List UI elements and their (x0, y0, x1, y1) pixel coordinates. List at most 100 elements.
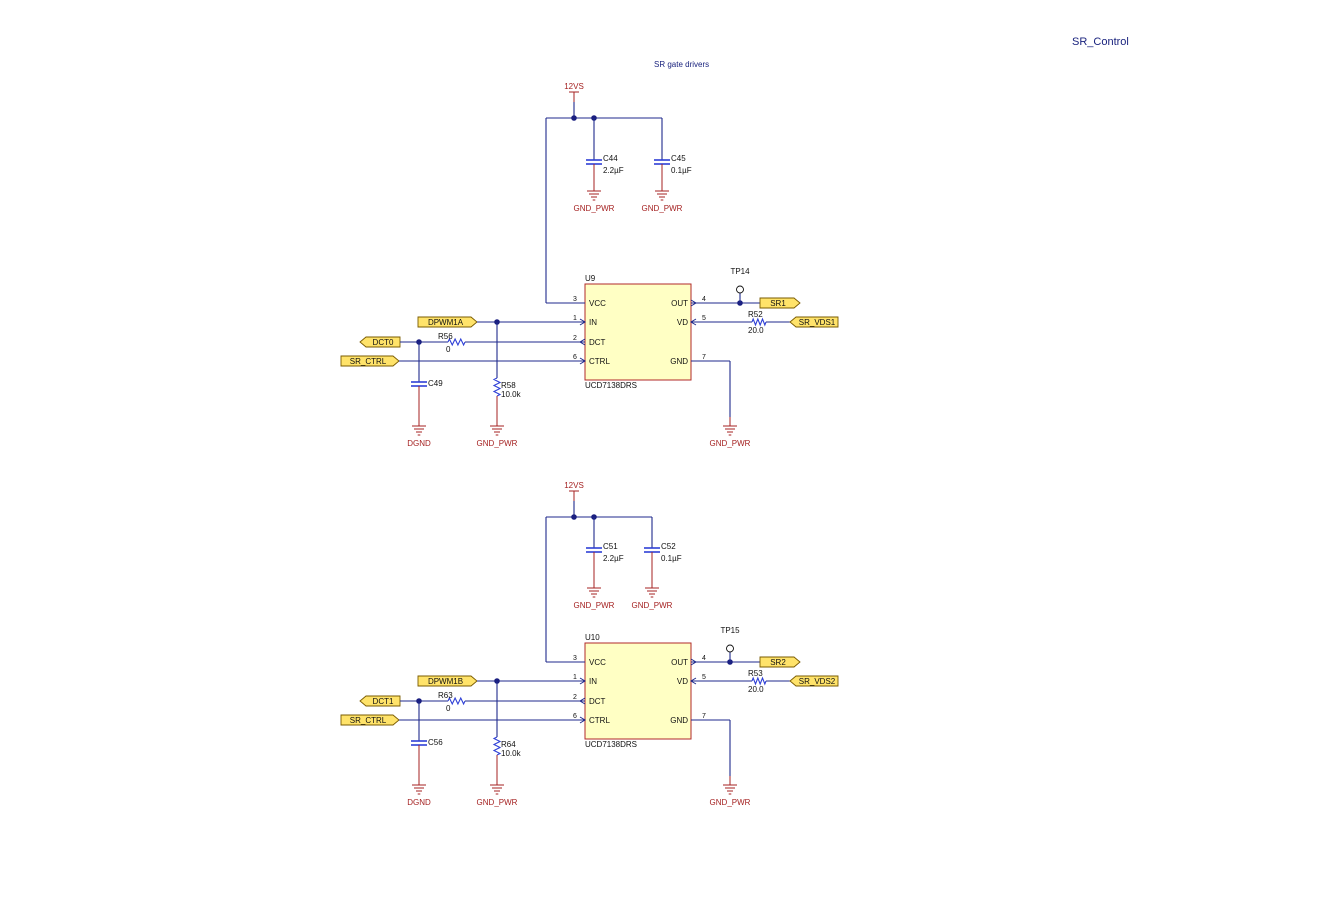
pin-number: 1 (573, 674, 577, 681)
pin-name-gnd: GND (670, 716, 688, 725)
pin-name-in: IN (589, 318, 597, 327)
input-marker (579, 716, 586, 724)
port-out: SR2 (770, 658, 786, 667)
resistor-ref: R58 (501, 381, 516, 390)
resistor-ref: R64 (501, 740, 516, 749)
pin-name-vcc: VCC (589, 658, 606, 667)
resistor-ground-label: GND_PWR (477, 439, 518, 448)
port-ctrl-shape (340, 355, 400, 367)
input-marker (690, 318, 697, 326)
pin-name-vcc: VCC (589, 299, 606, 308)
resistor-value: 20.0 (748, 685, 764, 694)
resistor-ref: R52 (748, 310, 763, 319)
power-rail-label: 12VS (564, 481, 584, 490)
capacitor-ref: C49 (428, 379, 443, 388)
ic-part-number: UCD7138DRS (585, 740, 637, 749)
ic-ground-label: GND_PWR (710, 439, 751, 448)
resistor-value: 10.0k (501, 390, 522, 399)
port-dct: DCT0 (373, 338, 394, 347)
port-vd-shape (789, 675, 839, 687)
capacitor-value: 2.2µF (603, 166, 624, 175)
ic-body (584, 642, 692, 740)
resistor-ground-label: GND_PWR (477, 798, 518, 807)
capacitor-ref: C51 (603, 542, 618, 551)
capacitor-ground-label: DGND (407, 439, 431, 448)
pin-name-vd: VD (677, 318, 688, 327)
testpoint-ref: TP14 (730, 267, 750, 276)
testpoint-icon (726, 644, 734, 653)
port-dct: DCT1 (373, 697, 394, 706)
ic-body (584, 283, 692, 381)
testpoint-icon (736, 285, 744, 294)
testpoint-ref: TP15 (720, 626, 740, 635)
resistor-ref: R63 (438, 691, 453, 700)
pin-name-ctrl: CTRL (589, 357, 610, 366)
capacitor-ref: C44 (603, 154, 618, 163)
output-marker (579, 697, 586, 705)
port-in: DPWM1A (428, 318, 464, 327)
resistor-value: 10.0k (501, 749, 522, 758)
port-out: SR1 (770, 299, 786, 308)
port-vd: SR_VDS1 (799, 318, 836, 327)
pin-number: 5 (702, 315, 706, 322)
pin-number: 2 (573, 335, 577, 342)
capacitor-ref: C52 (661, 542, 676, 551)
capacitor-ground-label: GND_PWR (632, 601, 673, 610)
pin-number: 4 (702, 296, 706, 303)
capacitor-value: 0.1µF (671, 166, 692, 175)
resistor-ref: R56 (438, 332, 453, 341)
port-ctrl: SR_CTRL (350, 716, 387, 725)
port-ctrl-shape (340, 714, 400, 726)
output-marker (579, 338, 586, 346)
resistor-ref: R53 (748, 669, 763, 678)
output-marker (690, 299, 697, 307)
capacitor-value: 2.2µF (603, 554, 624, 563)
port-vd: SR_VDS2 (799, 677, 836, 686)
input-marker (579, 677, 586, 685)
pin-number: 6 (573, 354, 577, 361)
ic-ground-label: GND_PWR (710, 798, 751, 807)
port-vd-shape (789, 316, 839, 328)
pin-number: 6 (573, 713, 577, 720)
resistor-zigzag (751, 676, 767, 686)
sheet-subtitle: SR gate drivers (654, 60, 710, 69)
pin-number: 1 (573, 315, 577, 322)
capacitor-value: 0.1µF (661, 554, 682, 563)
capacitor-ground-label: GND_PWR (574, 601, 615, 610)
resistor-value: 0 (446, 345, 451, 354)
pin-name-dct: DCT (589, 338, 606, 347)
port-in-shape (417, 316, 478, 328)
ic-ref: U9 (585, 274, 596, 283)
input-marker (579, 318, 586, 326)
capacitor-ref: C56 (428, 738, 443, 747)
capacitor-ground-label: GND_PWR (574, 204, 615, 213)
pin-number: 4 (702, 655, 706, 662)
port-in: DPWM1B (428, 677, 463, 686)
power-rail-label: 12VS (564, 82, 584, 91)
junction-dot (571, 514, 577, 520)
pin-name-dct: DCT (589, 697, 606, 706)
pin-name-in: IN (589, 677, 597, 686)
resistor-value: 20.0 (748, 326, 764, 335)
sheet-title: SR_Control (1072, 36, 1129, 48)
port-out-shape (759, 656, 801, 668)
pin-number: 3 (573, 296, 577, 303)
port-out-shape (759, 297, 801, 309)
resistor-value: 0 (446, 704, 451, 713)
capacitor-ref: C45 (671, 154, 686, 163)
pin-name-out: OUT (671, 658, 688, 667)
resistor-zigzag (492, 736, 502, 756)
resistor-zigzag (447, 337, 466, 347)
resistor-zigzag (751, 317, 767, 327)
pin-number: 3 (573, 655, 577, 662)
input-marker (690, 677, 697, 685)
pin-name-gnd: GND (670, 357, 688, 366)
resistor-zigzag (492, 377, 502, 397)
pin-number: 7 (702, 354, 706, 361)
input-marker (579, 357, 586, 365)
capacitor-ground-label: GND_PWR (642, 204, 683, 213)
